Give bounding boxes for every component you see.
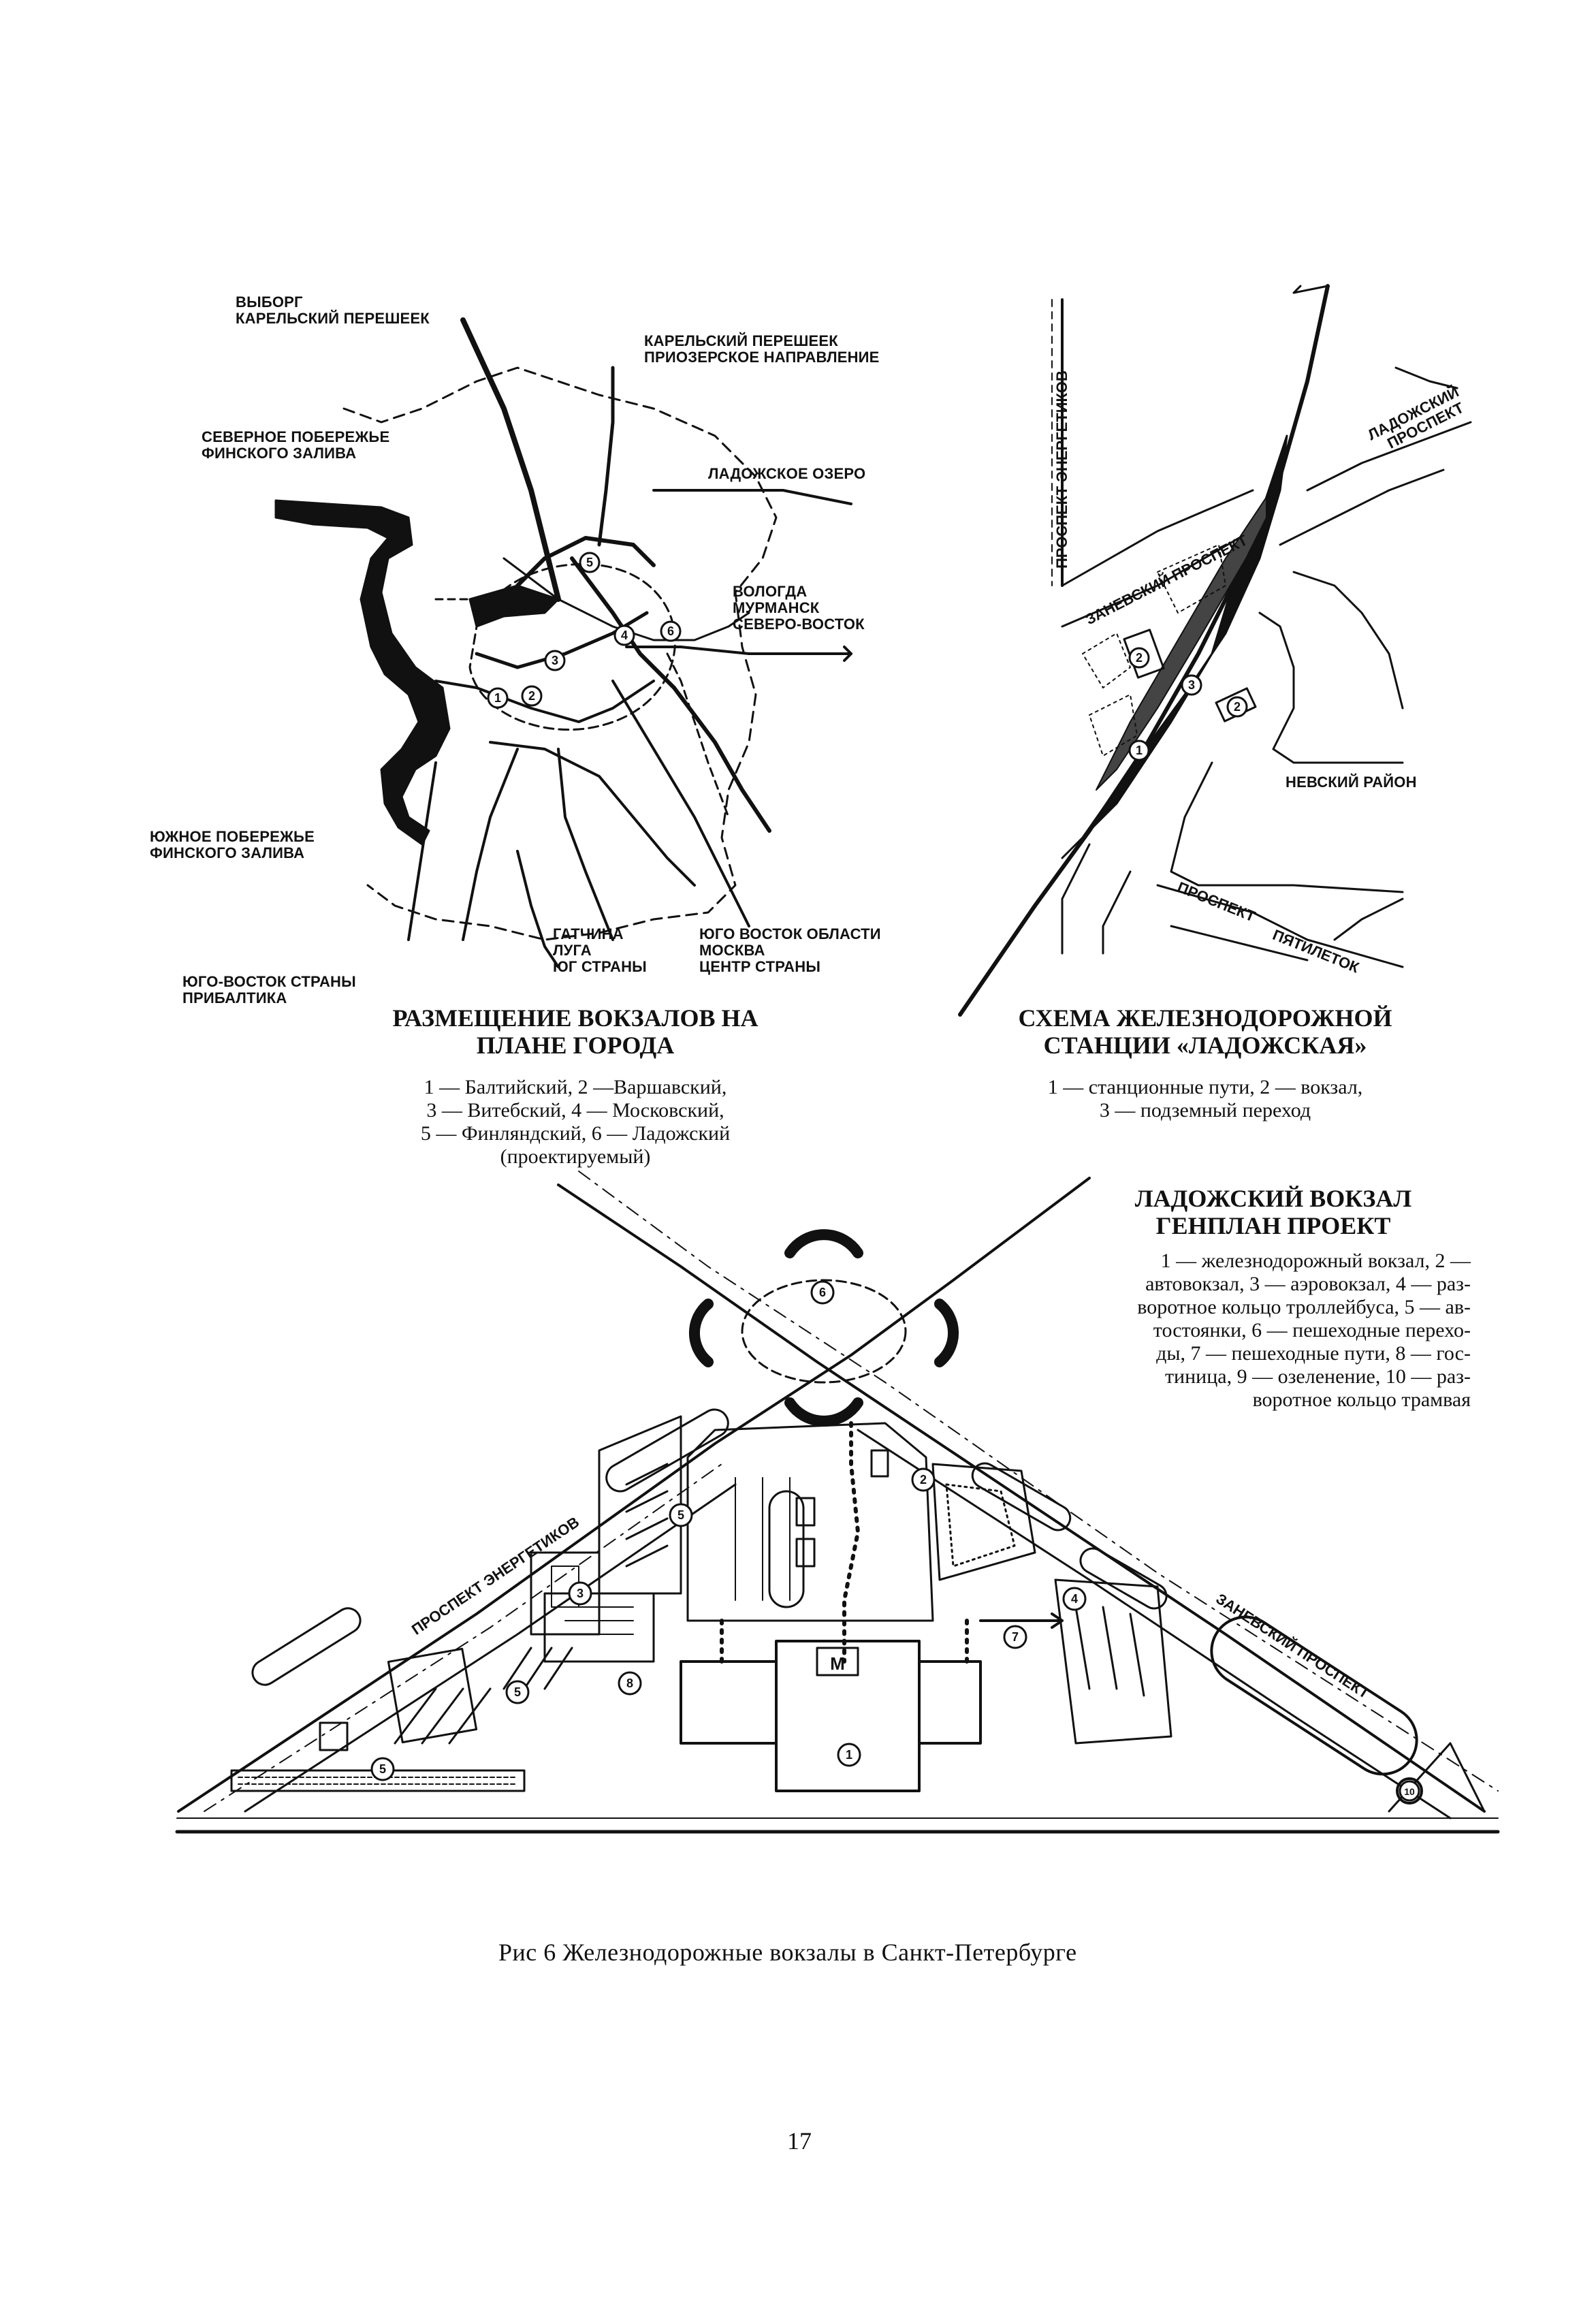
genplan-marker-1: 1: [846, 1748, 852, 1762]
station-marker-4: 4: [621, 629, 628, 642]
station-scheme-legend: 1 — станционные пути, 2 — вокзал, 3 — по…: [1047, 1076, 1363, 1122]
page-number: 17: [787, 2127, 812, 2155]
genplan-legend: 1 — железнодорожный вокзал, 2 — автовокз…: [1137, 1250, 1471, 1411]
genplan-marker-2: 2: [920, 1473, 927, 1487]
station-marker-1: 1: [494, 691, 501, 705]
scheme-marker-2b: 2: [1234, 700, 1241, 714]
city-map-title: РАЗМЕЩЕНИЕ ВОКЗАЛОВ НА ПЛАНЕ ГОРОДА: [392, 1004, 759, 1059]
label-north-coast: СЕВЕРНОЕ ПОБЕРЕЖЬЕ ФИНСКОГО ЗАЛИВА: [202, 428, 390, 462]
genplan-marker-8: 8: [626, 1677, 633, 1690]
label-vologda: ВОЛОГДА МУРМАНСК СЕВЕРО-ВОСТОК: [733, 583, 865, 633]
genplan-marker-10: 10: [1404, 1786, 1415, 1797]
genplan-marker-5b: 5: [514, 1685, 521, 1699]
label-ladoga-lake: ЛАДОЖСКОЕ ОЗЕРО: [708, 465, 866, 482]
label-southeast: ЮГО ВОСТОК ОБЛАСТИ МОСКВА ЦЕНТР СТРАНЫ: [699, 925, 881, 975]
scheme-marker-2a: 2: [1136, 651, 1143, 665]
station-marker-2: 2: [528, 689, 535, 703]
scheme-marker-3: 3: [1188, 678, 1195, 692]
genplan-marker-3: 3: [577, 1587, 584, 1600]
scheme-marker-1: 1: [1136, 744, 1143, 757]
genplan-marker-7: 7: [1012, 1630, 1019, 1644]
figure-caption: Рис 6 Железнодорожные вокзалы в Санкт-Пе…: [498, 1939, 1077, 1966]
label-gatchina: ГАТЧИНА ЛУГА ЮГ СТРАНЫ: [553, 925, 647, 975]
genplan-marker-5c: 5: [379, 1762, 386, 1776]
label-southwest: ЮГО-ВОСТОК СТРАНЫ ПРИБАЛТИКА: [182, 973, 356, 1006]
station-marker-6: 6: [667, 624, 674, 638]
genplan-marker-6: 6: [819, 1286, 826, 1299]
genplan-metro-label: М: [830, 1653, 845, 1674]
station-marker-3: 3: [552, 654, 558, 667]
scheme-label-nevsky-district: НЕВСКИЙ РАЙОН: [1286, 774, 1417, 791]
genplan-marker-4: 4: [1071, 1592, 1078, 1606]
station-scheme-title: СХЕМА ЖЕЛЕЗНОДОРОЖНОЙ СТАНЦИИ «ЛАДОЖСКАЯ…: [1018, 1004, 1392, 1059]
label-south-coast: ЮЖНОЕ ПОБЕРЕЖЬЕ ФИНСКОГО ЗАЛИВА: [150, 828, 315, 861]
genplan-title: ЛАДОЖСКИЙ ВОКЗАЛ ГЕНПЛАН ПРОЕКТ: [1134, 1185, 1412, 1239]
city-map-legend: 1 — Балтийский, 2 —Варшавский, 3 — Витеб…: [420, 1076, 731, 1168]
station-marker-5: 5: [586, 556, 593, 569]
genplan-marker-5a: 5: [677, 1508, 684, 1522]
label-vyborg: ВЫБОРГ КАРЕЛЬСКИЙ ПЕРЕШЕЕК: [236, 293, 430, 327]
label-karelian-priozersk: КАРЕЛЬСКИЙ ПЕРЕШЕЕК ПРИОЗЕРСКОЕ НАПРАВЛЕ…: [644, 332, 880, 366]
